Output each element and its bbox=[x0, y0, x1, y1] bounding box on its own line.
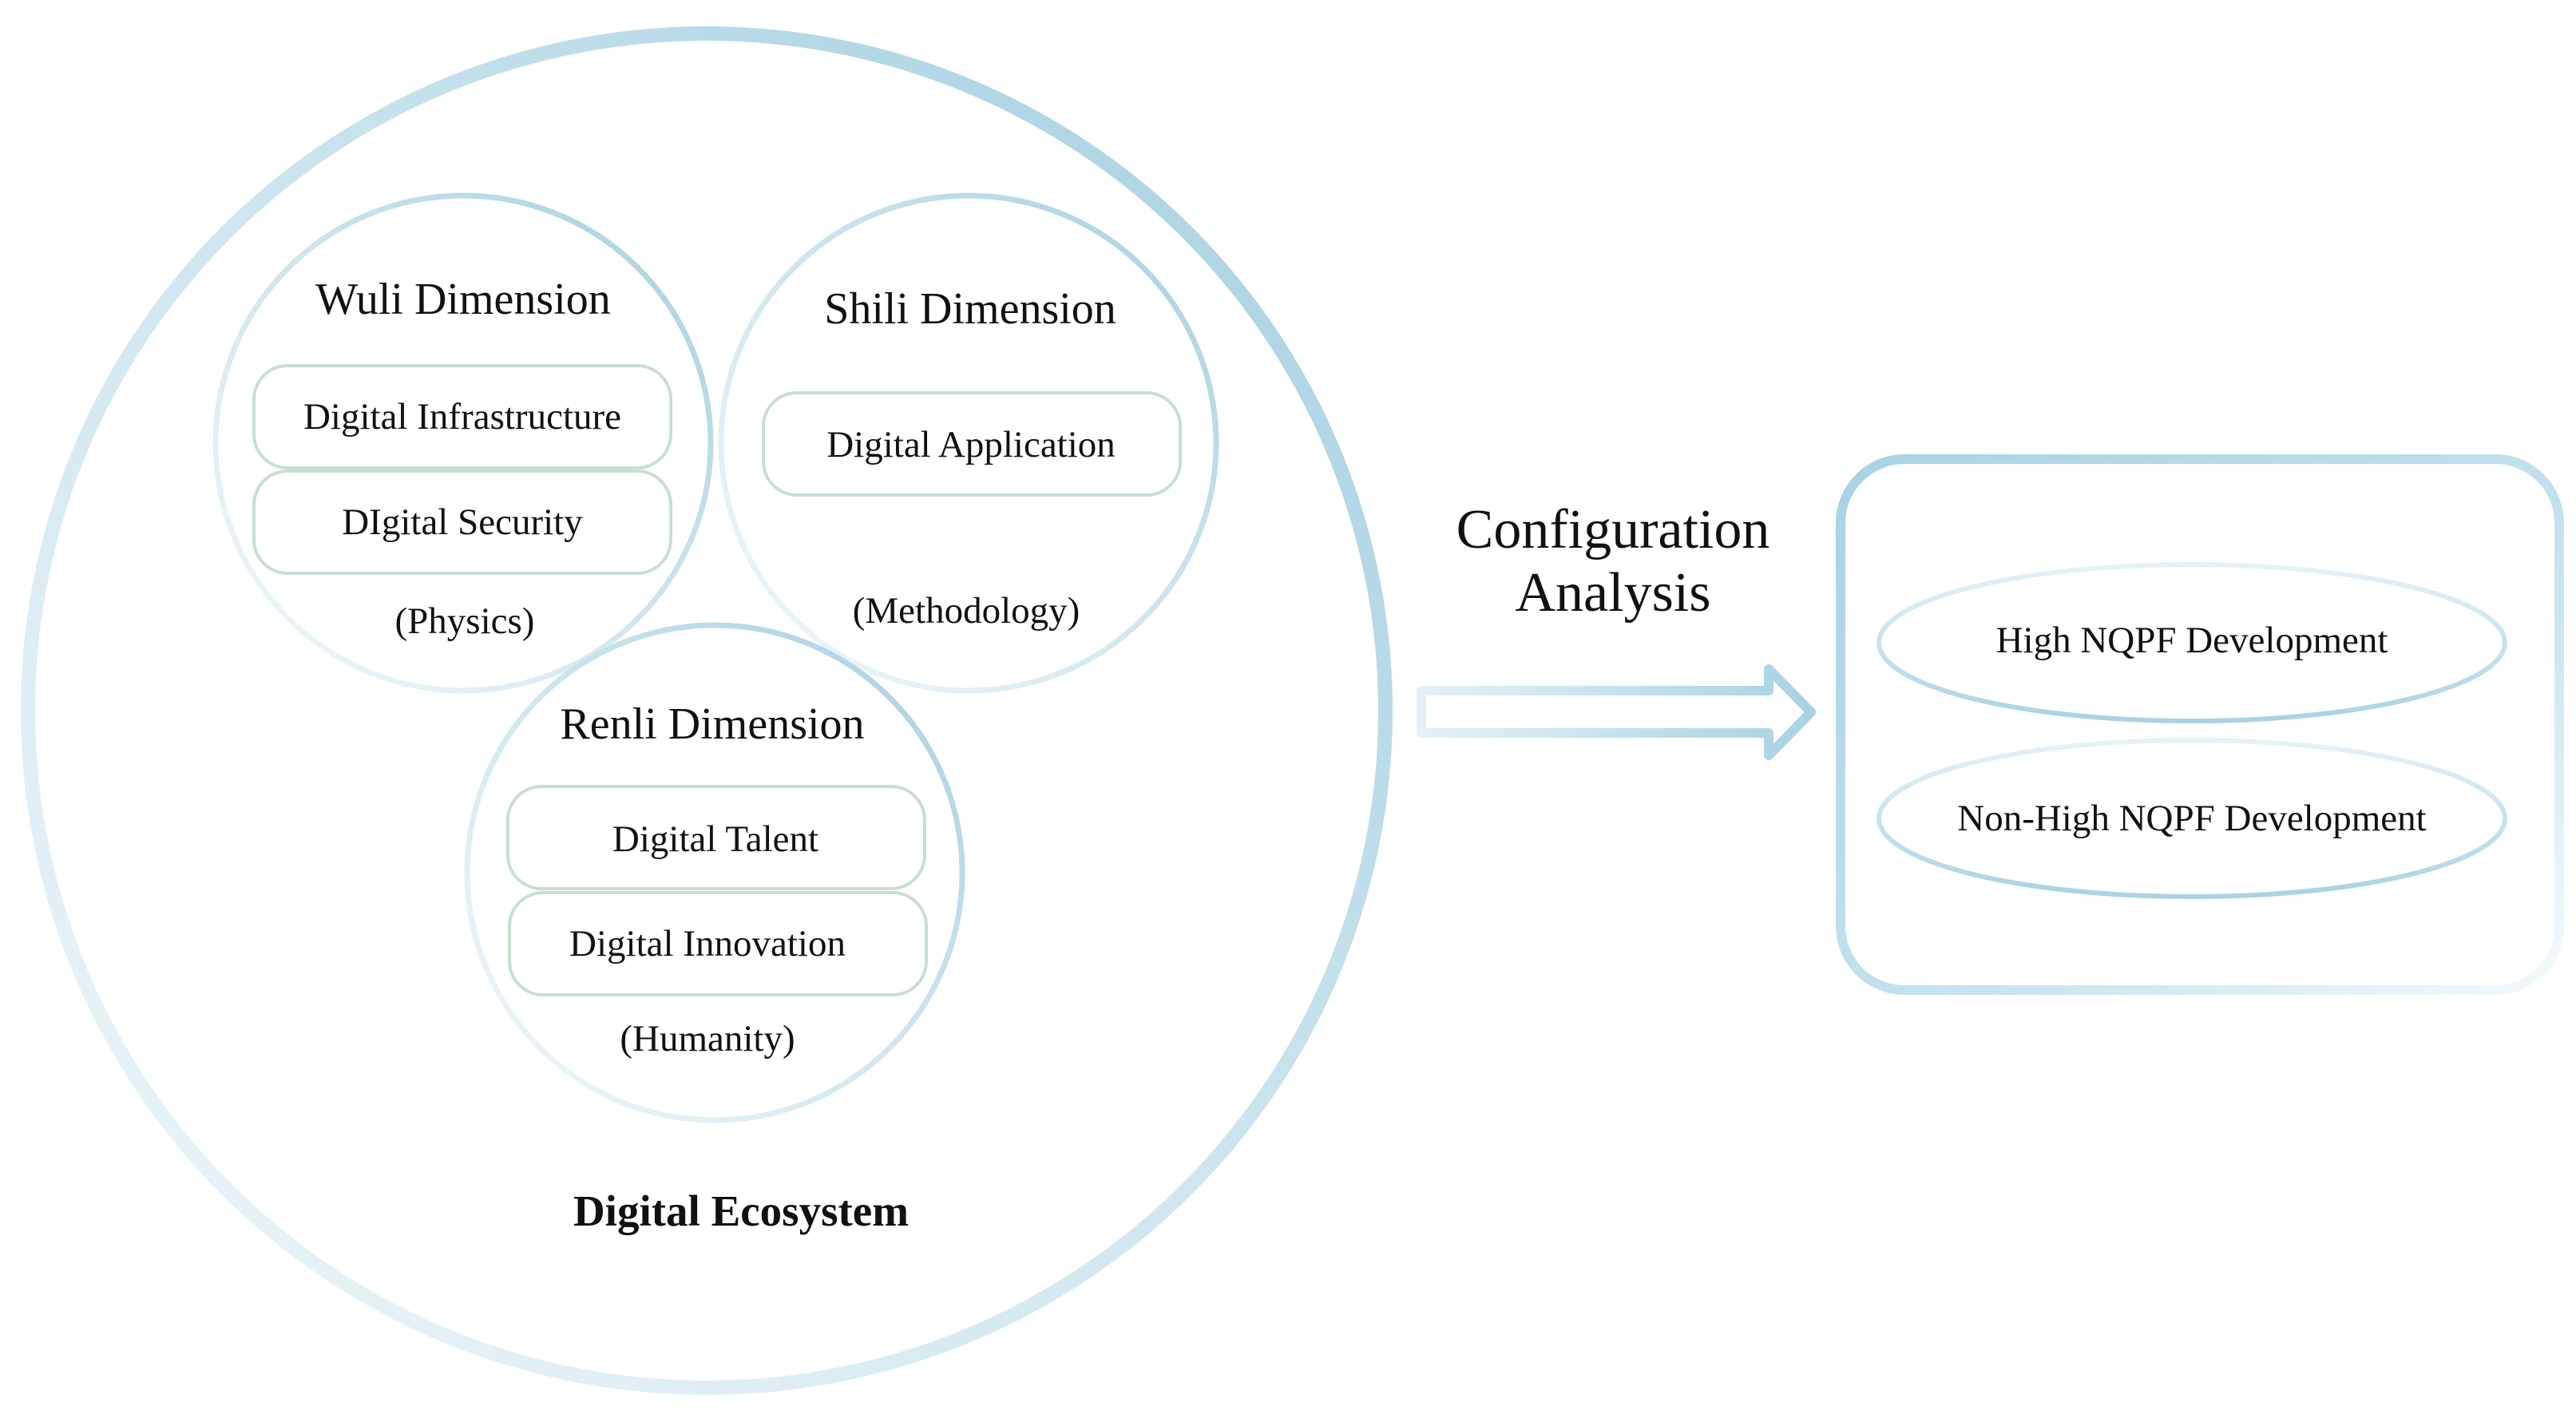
renli-dimension: Renli Dimension Digital Talent Digital I… bbox=[464, 622, 965, 1123]
outcome-ellipse-high bbox=[1877, 562, 2507, 723]
wuli-item-box bbox=[252, 469, 672, 575]
renli-item-text: Digital Innovation bbox=[569, 923, 846, 965]
wuli-title: Wuli Dimension bbox=[315, 275, 611, 324]
renli-subtitle: (Humanity) bbox=[620, 1018, 795, 1060]
ecosystem-circle bbox=[21, 26, 1393, 1395]
configuration-label: Configuration bbox=[1456, 499, 1770, 560]
wuli-item-text: DIgital Security bbox=[342, 501, 583, 543]
renli-item-text: Digital Talent bbox=[612, 818, 818, 860]
renli-title: Renli Dimension bbox=[560, 699, 864, 749]
wuli-item-text: Digital Infrastructure bbox=[303, 396, 621, 438]
wuli-subtitle: (Physics) bbox=[395, 600, 535, 642]
ecosystem-label: Digital Ecosystem bbox=[573, 1186, 909, 1235]
arrow-icon bbox=[1417, 664, 1816, 760]
outcome-panel bbox=[1836, 454, 2564, 995]
wuli-item-box bbox=[252, 364, 672, 469]
shili-circle bbox=[718, 192, 1219, 694]
shili-item-text: Digital Application bbox=[826, 424, 1116, 465]
shili-dimension: Shili Dimension Digital Application (Met… bbox=[718, 192, 1219, 694]
renli-item-box bbox=[506, 785, 926, 890]
shili-item-box bbox=[762, 391, 1182, 497]
shili-title: Shili Dimension bbox=[824, 284, 1116, 334]
outcome-high-text: High NQPF Development bbox=[1996, 620, 2388, 661]
wuli-dimension: Wuli Dimension Digital Infrastructure DI… bbox=[212, 192, 714, 694]
analysis-label: Analysis bbox=[1516, 562, 1711, 624]
outcome-ellipse-non-high bbox=[1877, 738, 2507, 899]
wuli-circle bbox=[212, 192, 714, 694]
shili-subtitle: (Methodology) bbox=[853, 590, 1080, 632]
outcome-non-high-text: Non-High NQPF Development bbox=[1957, 798, 2426, 839]
renli-item-box bbox=[508, 891, 928, 996]
